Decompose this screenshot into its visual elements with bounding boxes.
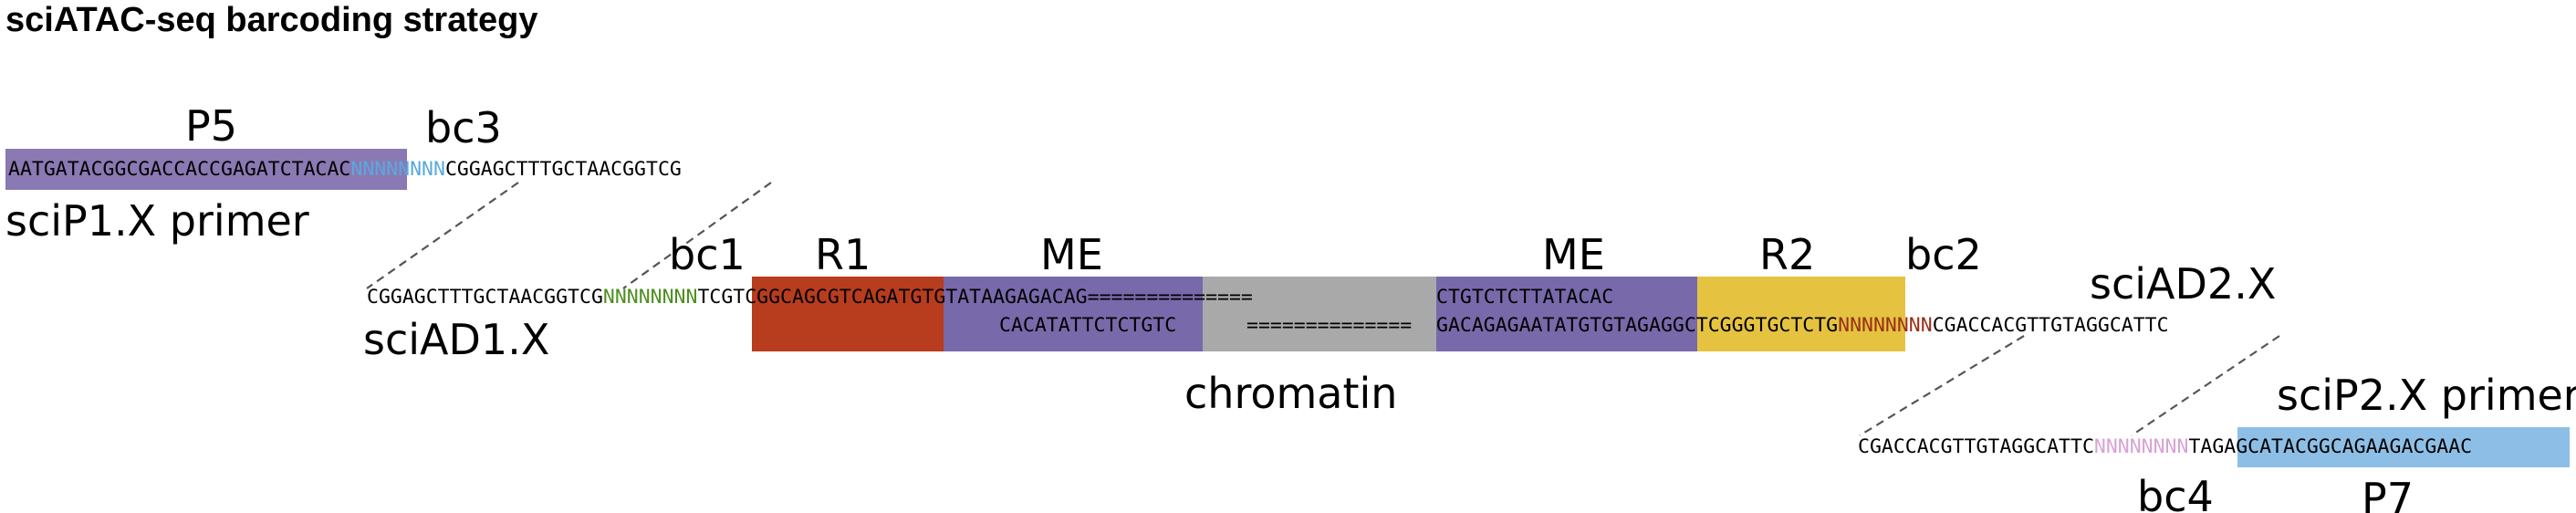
bc3-barcode-sequence: NNNNNNNN — [350, 158, 445, 181]
bc3-label: bc3 — [425, 103, 502, 152]
p7-label: P7 — [2362, 474, 2414, 513]
r1-label: R1 — [815, 230, 871, 279]
connector-line-p1-left — [366, 182, 519, 289]
p7-sequence: TAGAGCATACGGCAGAAGACGAAC — [2188, 435, 2473, 458]
ad1-top-strand-sequence: CGGAGCTTTGCTAACGGTCGNNNNNNNNTCGTCGGCAGCG… — [367, 285, 1253, 310]
p2-primer-sequence: CGACCACGTTGTAGGCATTCNNNNNNNNTAGAGCATACGG… — [1858, 434, 2472, 460]
bc1-barcode-sequence: NNNNNNNN — [602, 286, 698, 309]
r2-sequence: GGCTCGGGTGCTCTG — [1660, 314, 1839, 337]
bc4-label: bc4 — [2137, 472, 2214, 513]
chromatin-box — [1203, 277, 1436, 351]
me-right-box — [1436, 277, 1697, 351]
ad1-adapter-sequence: CGGAGCTTTGCTAACGGTCG — [367, 286, 603, 309]
bc1-label: bc1 — [669, 230, 746, 279]
bc2-barcode-sequence: NNNNNNNN — [1838, 314, 1933, 337]
chromatin-bottom-strand: ============== — [1246, 314, 1413, 337]
ad2-adapter-sequence: CGACCACGTTGTAGGCATTC — [1932, 314, 2169, 337]
me-right-top-sequence: CTGTCTCTTATACAC — [1436, 286, 1614, 309]
me-left-box — [944, 277, 1203, 351]
scip1-primer-label: sciP1.X primer — [5, 196, 309, 246]
r2-box — [1697, 277, 1905, 351]
diagram-title: sciATAC-seq barcoding strategy — [5, 1, 538, 39]
me-left-label: ME — [1040, 230, 1103, 279]
p7-box — [2237, 427, 2570, 467]
p5-sequence: AATGATACGGCGACCACCGAGATCTACAC — [8, 158, 351, 181]
connector-line-p1-right — [622, 182, 772, 289]
me-left-bottom-sequence: CACATATTCTCTGTC — [999, 314, 1177, 337]
r2-label: R2 — [1759, 230, 1816, 279]
bc2-label: bc2 — [1905, 230, 1982, 279]
me-left-top-sequence: AGATGTGTATAAGAGACAG — [862, 286, 1088, 309]
bc4-barcode-sequence: NNNNNNNN — [2093, 435, 2189, 458]
connector-line-ad2-left — [1859, 335, 2025, 436]
p2-adapter-sequence: CGACCACGTTGTAGGCATTC — [1858, 435, 2094, 458]
sciad1-label: sciAD1.X — [363, 315, 550, 364]
chromatin-label: chromatin — [1184, 369, 1398, 418]
p1-primer-sequence: AATGATACGGCGACCACCGAGATCTACACNNNNNNNNCGG… — [8, 157, 682, 183]
r1-sequence: TCGTCGGCAGCGTC — [697, 286, 863, 309]
scip2-primer-label: sciP2.X primer — [2277, 371, 2576, 420]
connector-line-ad2-right — [2131, 335, 2280, 436]
p5-label: P5 — [185, 101, 238, 151]
sciad2-label: sciAD2.X — [2090, 259, 2277, 309]
me-right-bottom-sequence: GACAGAGAATATGTGTAGA — [1436, 314, 1661, 337]
r1-box — [752, 277, 944, 351]
p1-adapter-sequence: CGGAGCTTTGCTAACGGTCG — [444, 158, 682, 181]
ad2-bottom-strand-sequence: GACAGAGAATATGTGTAGAGGCTCGGGTGCTCTGNNNNNN… — [1436, 313, 2169, 339]
p5-box — [5, 149, 407, 190]
me-right-label: ME — [1542, 230, 1605, 279]
chromatin-top-strand: ============== — [1087, 286, 1253, 309]
